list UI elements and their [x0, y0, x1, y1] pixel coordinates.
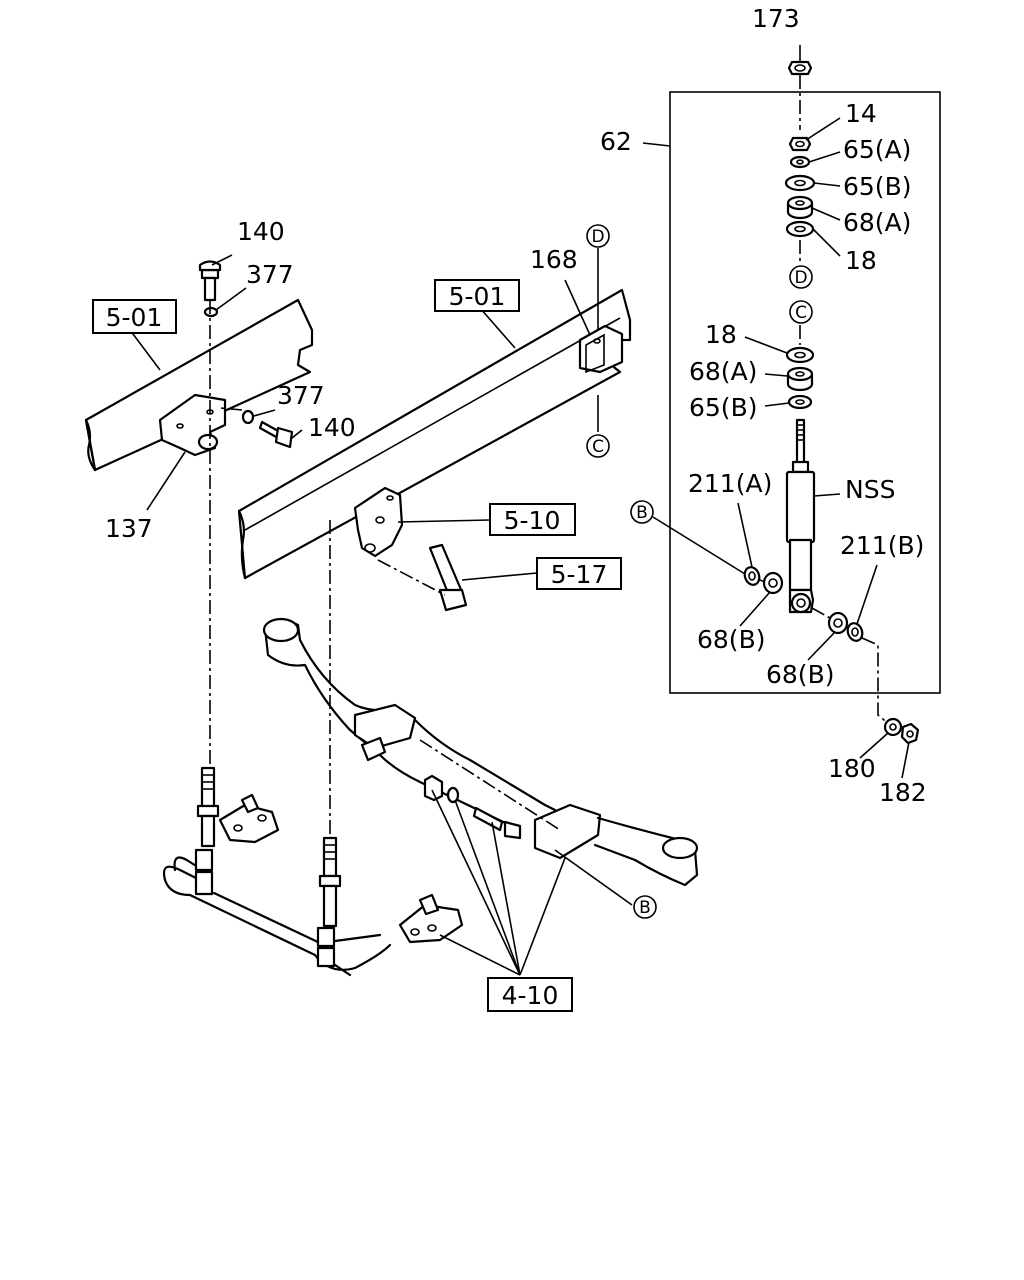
ref-5-17-text: 5-17 — [551, 560, 608, 589]
marker-d-top: D — [789, 265, 813, 289]
ref-5-01-left-text: 5-01 — [106, 303, 163, 332]
marker-b-bottom: B — [633, 895, 657, 919]
stabilizer-clamp-left — [218, 793, 280, 844]
bushing-68a-top — [786, 195, 814, 220]
washer-65a — [789, 155, 811, 169]
marker-b-bottom-text: B — [639, 898, 651, 918]
label-68a-mid: 68(A) — [689, 357, 757, 386]
stabilizer-clamp-right — [398, 893, 464, 944]
washer-180 — [883, 717, 903, 737]
label-180: 180 — [828, 754, 876, 783]
front-axle-beam — [262, 617, 699, 887]
label-182: 182 — [879, 778, 927, 807]
bolt-140-top — [198, 260, 222, 302]
label-62: 62 — [600, 127, 632, 156]
marker-b-left: B — [630, 500, 654, 524]
shock-absorber-kit-frame — [669, 91, 941, 694]
nut-14 — [788, 136, 812, 152]
label-377-mid: 377 — [277, 381, 325, 410]
shock-absorber-nss — [785, 418, 816, 614]
label-18-mid: 18 — [705, 320, 737, 349]
ref-box-5-01-right[interactable]: 5-01 — [434, 279, 520, 312]
washer-65b-top — [784, 174, 816, 192]
label-68b-left: 68(B) — [697, 625, 765, 654]
label-377-top: 377 — [246, 260, 294, 289]
marker-c-mid: C — [586, 434, 610, 458]
label-65b-top: 65(B) — [843, 172, 911, 201]
marker-c-top-text: C — [795, 303, 807, 323]
ref-box-5-01-left[interactable]: 5-01 — [92, 299, 177, 334]
bolt-140-mid — [258, 420, 294, 449]
label-65a: 65(A) — [843, 135, 911, 164]
label-168: 168 — [530, 245, 578, 274]
washer-211b — [846, 622, 864, 642]
bracket-137 — [158, 393, 227, 457]
ref-4-10-text: 4-10 — [502, 981, 559, 1010]
bushing-68a-mid — [786, 366, 814, 392]
label-140-top: 140 — [237, 217, 285, 246]
link-5-17 — [377, 543, 468, 612]
ref-box-4-10[interactable]: 4-10 — [487, 977, 573, 1012]
label-68b-right: 68(B) — [766, 660, 834, 689]
bushing-68b-right — [827, 611, 849, 635]
washer-211a — [743, 566, 761, 586]
marker-c-top: C — [789, 300, 813, 324]
label-173: 173 — [752, 4, 800, 33]
stabilizer-bar — [162, 766, 392, 977]
marker-c-mid-text: C — [592, 437, 604, 457]
marker-d-mid: D — [586, 224, 610, 248]
ref-5-01-right-text: 5-01 — [449, 282, 506, 311]
marker-b-left-text: B — [636, 503, 648, 523]
ref-5-10-text: 5-10 — [504, 506, 561, 535]
bracket-5-10 — [353, 486, 404, 558]
label-68a-top: 68(A) — [843, 208, 911, 237]
bushing-68b-left — [762, 571, 784, 595]
washer-377-top — [203, 306, 219, 318]
nut-173 — [787, 60, 813, 76]
label-211b: 211(B) — [840, 531, 924, 560]
washer-18-mid — [785, 346, 815, 364]
ref-box-5-17[interactable]: 5-17 — [536, 557, 622, 590]
marker-d-mid-text: D — [591, 227, 604, 247]
washer-65b-mid — [787, 394, 813, 410]
label-137: 137 — [105, 514, 153, 543]
nut-182 — [900, 722, 920, 745]
washer-377-mid — [241, 409, 255, 425]
ref-box-5-10[interactable]: 5-10 — [489, 503, 576, 536]
axle-bushings — [423, 774, 522, 840]
washer-18-top — [785, 220, 815, 238]
label-nss: NSS — [845, 475, 895, 504]
bracket-168 — [578, 324, 624, 374]
label-65b-mid: 65(B) — [689, 393, 757, 422]
label-211a: 211(A) — [688, 469, 772, 498]
label-140-mid: 140 — [308, 413, 356, 442]
marker-d-top-text: D — [794, 268, 807, 288]
label-14: 14 — [845, 99, 877, 128]
label-18-top: 18 — [845, 246, 877, 275]
